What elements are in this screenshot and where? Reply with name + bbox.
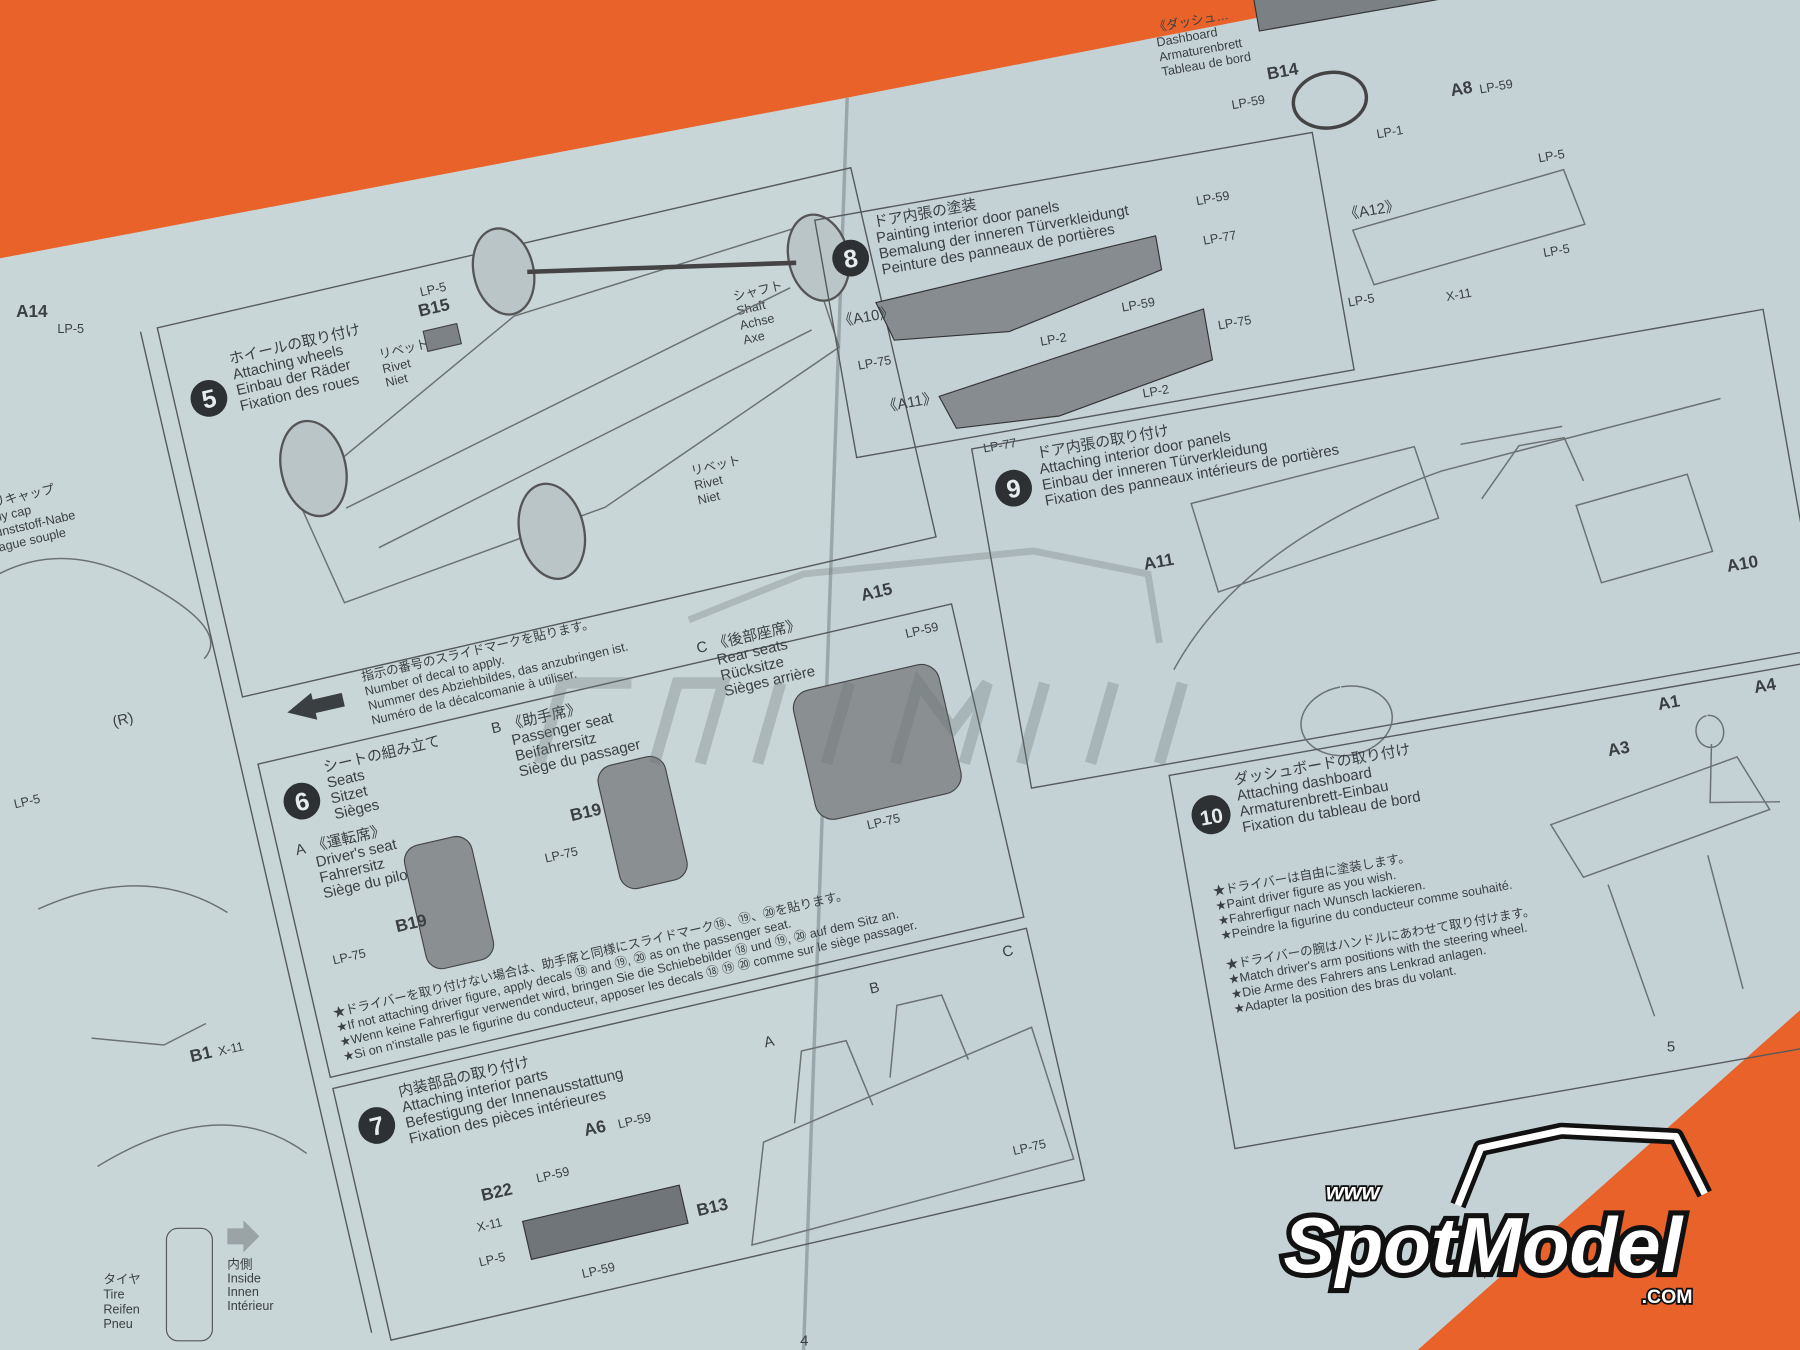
paint-label: LP-5: [1542, 242, 1571, 260]
wheel-drawing: [517, 482, 587, 580]
dashboard-a12-area: 《A12》 LP-5 LP-5 LP-5 X-11: [1343, 147, 1586, 310]
tire-label-fr: Pneu: [103, 1317, 132, 1331]
part-label: B1: [188, 1042, 214, 1067]
step-number-badge: [190, 380, 228, 417]
inside-label-de: Innen: [227, 1285, 259, 1299]
wheel-drawing: [279, 419, 348, 518]
passenger-seat-drawing: [597, 755, 688, 890]
paint-label: LP-5: [57, 322, 84, 336]
paint-label: LP-5: [1347, 291, 1376, 309]
tire-label-en: Tire: [103, 1287, 124, 1301]
tire-drawing: [165, 1227, 213, 1342]
door-panel-a11-drawing: [938, 308, 1214, 429]
part-label: A8: [1449, 77, 1475, 101]
inside-label-jp: 内側: [227, 1257, 252, 1271]
paint-label: LP-2: [1141, 382, 1170, 400]
rivet-label-de: Niet: [696, 489, 721, 508]
part-label: A6: [582, 1116, 608, 1140]
paint-label: X-11: [475, 1215, 503, 1234]
steering-wheel-drawing: [1291, 70, 1369, 130]
shaft-label-fr: Axe: [742, 329, 766, 348]
paint-label: X-11: [1445, 286, 1473, 304]
paint-label: LP-59: [1120, 295, 1156, 315]
paint-label: LP-59: [1195, 189, 1231, 209]
paint-label: LP-75: [1217, 313, 1253, 333]
paint-label: LP-59: [1478, 77, 1514, 97]
inside-label-en: Inside: [227, 1271, 261, 1285]
paint-label: LP-77: [982, 436, 1018, 456]
step-number: 10: [1198, 804, 1225, 831]
wheel-drawing: [471, 227, 536, 316]
seat-marker: C: [1001, 942, 1016, 961]
paint-label: LP-5: [419, 280, 448, 300]
step-number: 9: [1004, 474, 1023, 504]
rear-seat-drawing: [792, 663, 962, 820]
seat-key: C: [695, 638, 710, 657]
part-label: A14: [16, 301, 48, 321]
logo-www: www: [1326, 1179, 1382, 1205]
step-8-panel: 8 ドア内張の塗装 Painting interior door panels …: [814, 131, 1355, 459]
rivet-label-de: Niet: [384, 371, 409, 390]
arrow-icon: [287, 692, 345, 720]
part-label: A3: [1606, 737, 1631, 761]
arrow-icon: [227, 1220, 260, 1253]
page-number: 4: [800, 1332, 808, 1349]
tire-note: タイヤ Tire Reifen Pneu 内側 Inside Innen Int…: [103, 1220, 274, 1342]
step-number: 8: [842, 244, 861, 274]
seat-marker: A: [762, 1033, 776, 1052]
tire-label-jp: タイヤ: [103, 1272, 140, 1286]
driver-seat-drawing: [403, 835, 495, 970]
seat-marker: B: [868, 979, 882, 998]
paint-label: LP-77: [1202, 228, 1238, 248]
paint-label: LP-75: [857, 353, 893, 373]
page-number: 5: [1667, 1039, 1675, 1056]
paint-label: X-11: [217, 1039, 245, 1058]
step-number: 6: [292, 787, 312, 817]
rivet-label-en: Rivet: [381, 356, 413, 376]
part-label: A4: [1752, 673, 1778, 697]
paint-label: LP-5: [12, 792, 41, 812]
step-number: 5: [199, 384, 219, 414]
paint-label: LP-5: [478, 1250, 507, 1270]
seat-key: B: [490, 719, 504, 738]
logo-com: .COM: [1642, 1286, 1693, 1308]
watermark: [534, 547, 1188, 765]
paint-label: LP-59: [1230, 93, 1266, 113]
part-label: A1: [1656, 690, 1682, 714]
paint-label: LP-2: [1039, 330, 1068, 348]
seat-key: A: [294, 840, 308, 859]
console-drawing: [521, 1184, 689, 1261]
tire-label-de: Reifen: [103, 1302, 139, 1316]
logo-brand: SpotModel: [1283, 1201, 1684, 1289]
chassis-drawing: [279, 213, 851, 604]
paint-label: LP-1: [1375, 123, 1404, 141]
dashboard-part-drawing: [1249, 0, 1453, 32]
door-panel-a10-drawing: [875, 235, 1163, 341]
side-label: (R): [111, 709, 135, 730]
paint-label: LP-5: [1537, 147, 1566, 165]
step-number: 7: [367, 1111, 387, 1141]
rivet-label-en: Rivet: [693, 473, 725, 493]
spotmodel-logo: www SpotModel .COM: [1278, 1122, 1712, 1310]
inside-label-fr: Intérieur: [227, 1299, 273, 1313]
right-page: [803, 0, 1800, 1350]
